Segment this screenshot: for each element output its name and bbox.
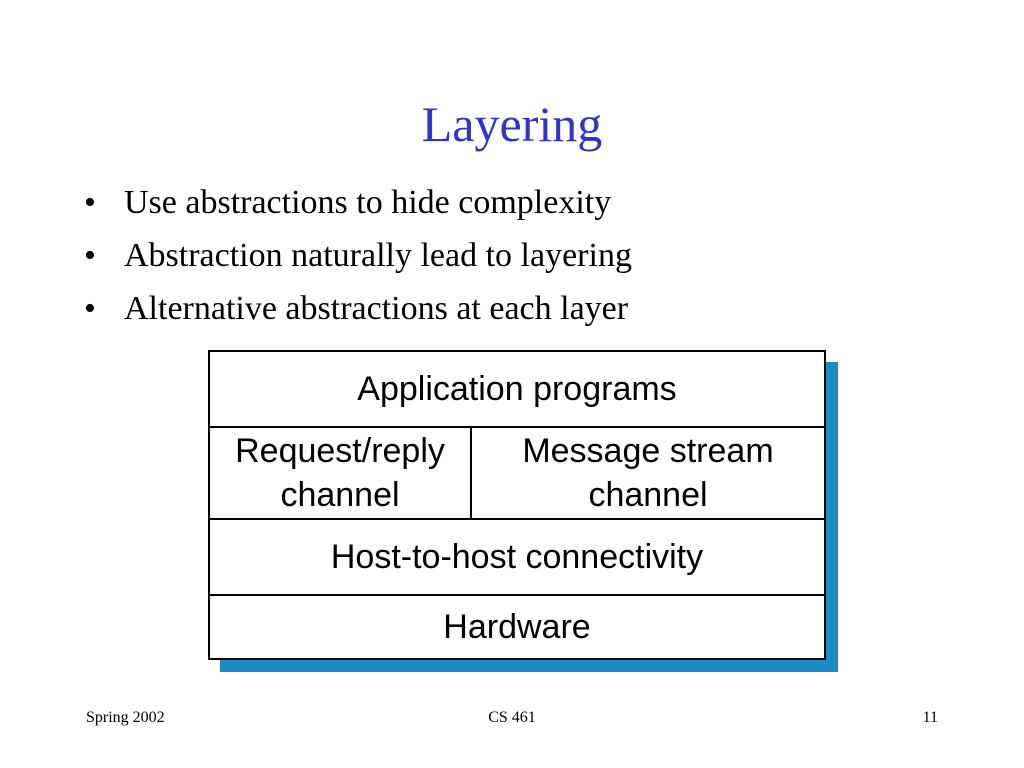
bullet-text: Use abstractions to hide complexity bbox=[124, 184, 612, 221]
layer-label: Application programs bbox=[357, 370, 677, 408]
layer-label: Host-to-host connectivity bbox=[330, 537, 704, 576]
layer-hardware: Hardware bbox=[210, 595, 824, 658]
channel-divider bbox=[470, 427, 472, 518]
layer-label: channel bbox=[588, 475, 708, 514]
footer-semester: Spring 2002 bbox=[86, 709, 165, 726]
layer-message-stream-channel: Message stream channel bbox=[472, 427, 824, 518]
layer-divider bbox=[210, 594, 824, 596]
bullet-dot-icon: • bbox=[84, 290, 96, 327]
slide-title: Layering bbox=[421, 96, 603, 152]
bullet-dot-icon: • bbox=[84, 184, 96, 221]
layer-label: Request/reply bbox=[235, 431, 445, 470]
layer-label: Message stream bbox=[522, 431, 774, 470]
layer-label: Hardware bbox=[443, 607, 591, 646]
layer-label: channel bbox=[280, 475, 400, 514]
layer-application-programs: Application programs bbox=[210, 352, 824, 426]
layer-diagram: Application programs Request/reply chann… bbox=[208, 350, 838, 672]
layer-divider bbox=[210, 518, 824, 520]
layer-request-reply-channel: Request/reply channel bbox=[210, 427, 470, 518]
layer-host-to-host: Host-to-host connectivity bbox=[210, 519, 824, 594]
bullet-text: Alternative abstractions at each layer bbox=[124, 290, 629, 327]
bullet-dot-icon: • bbox=[84, 237, 96, 274]
diagram-box: Application programs Request/reply chann… bbox=[208, 350, 826, 660]
footer-page-number: 11 bbox=[922, 709, 938, 726]
bullet-text: Abstraction naturally lead to layering bbox=[124, 237, 632, 274]
layer-channels: Request/reply channel Message stream cha… bbox=[210, 427, 824, 518]
layer-divider bbox=[210, 426, 824, 428]
footer-course: CS 461 bbox=[488, 709, 536, 726]
